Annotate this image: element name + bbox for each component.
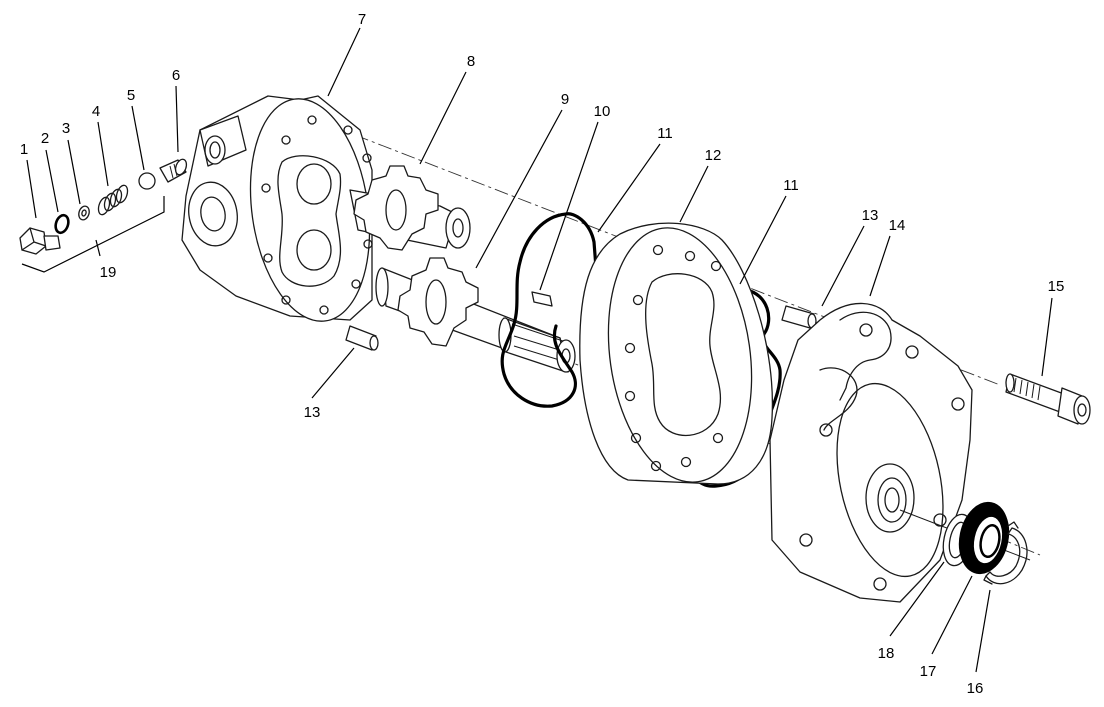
dowel-pin-lower xyxy=(345,325,379,351)
callout-12: 12 xyxy=(705,147,722,164)
relief-valve-ball xyxy=(138,172,156,190)
rear-housing xyxy=(181,95,373,322)
front-seal-ring xyxy=(500,212,598,408)
cap-screw xyxy=(1005,373,1091,425)
callout-11b: 11 xyxy=(783,177,799,194)
retaining-ring xyxy=(983,521,1028,585)
callout-labels: 1 2 3 4 5 6 7 8 9 10 11 12 11 13 14 15 1… xyxy=(20,11,1065,697)
drive-gear-shaft xyxy=(375,257,576,373)
callout-4: 4 xyxy=(92,103,100,120)
callout-1: 1 xyxy=(20,141,28,158)
callout-15: 15 xyxy=(1048,278,1065,295)
relief-valve-spring xyxy=(97,184,129,216)
relief-valve-washer xyxy=(78,205,90,221)
callout-2: 2 xyxy=(41,130,49,147)
callout-13b: 13 xyxy=(304,404,321,421)
shaft-key xyxy=(531,291,553,307)
callout-19: 19 xyxy=(100,264,117,281)
callout-13a: 13 xyxy=(862,207,879,224)
relief-valve-plug xyxy=(19,227,61,255)
leader-lines xyxy=(26,27,1053,673)
callout-14: 14 xyxy=(889,217,906,234)
callout-16: 16 xyxy=(967,680,984,697)
front-housing xyxy=(769,302,1031,603)
shaft-seal xyxy=(958,501,1010,575)
callout-6: 6 xyxy=(172,67,180,84)
callout-18: 18 xyxy=(878,645,895,662)
callout-8: 8 xyxy=(467,53,475,70)
callout-17: 17 xyxy=(920,663,937,680)
gear-body-plate xyxy=(579,222,774,485)
relief-valve-kit-bracket xyxy=(21,196,165,273)
callout-5: 5 xyxy=(127,87,135,104)
callout-9: 9 xyxy=(561,91,569,108)
idler-gear xyxy=(349,165,471,251)
callout-11a: 11 xyxy=(657,125,673,142)
dowel-pin-upper xyxy=(781,305,817,329)
callout-10: 10 xyxy=(594,103,611,120)
relief-valve-seat xyxy=(159,158,188,183)
callout-3: 3 xyxy=(62,120,70,137)
callout-7: 7 xyxy=(358,11,366,28)
relief-valve-o-ring xyxy=(54,213,70,235)
